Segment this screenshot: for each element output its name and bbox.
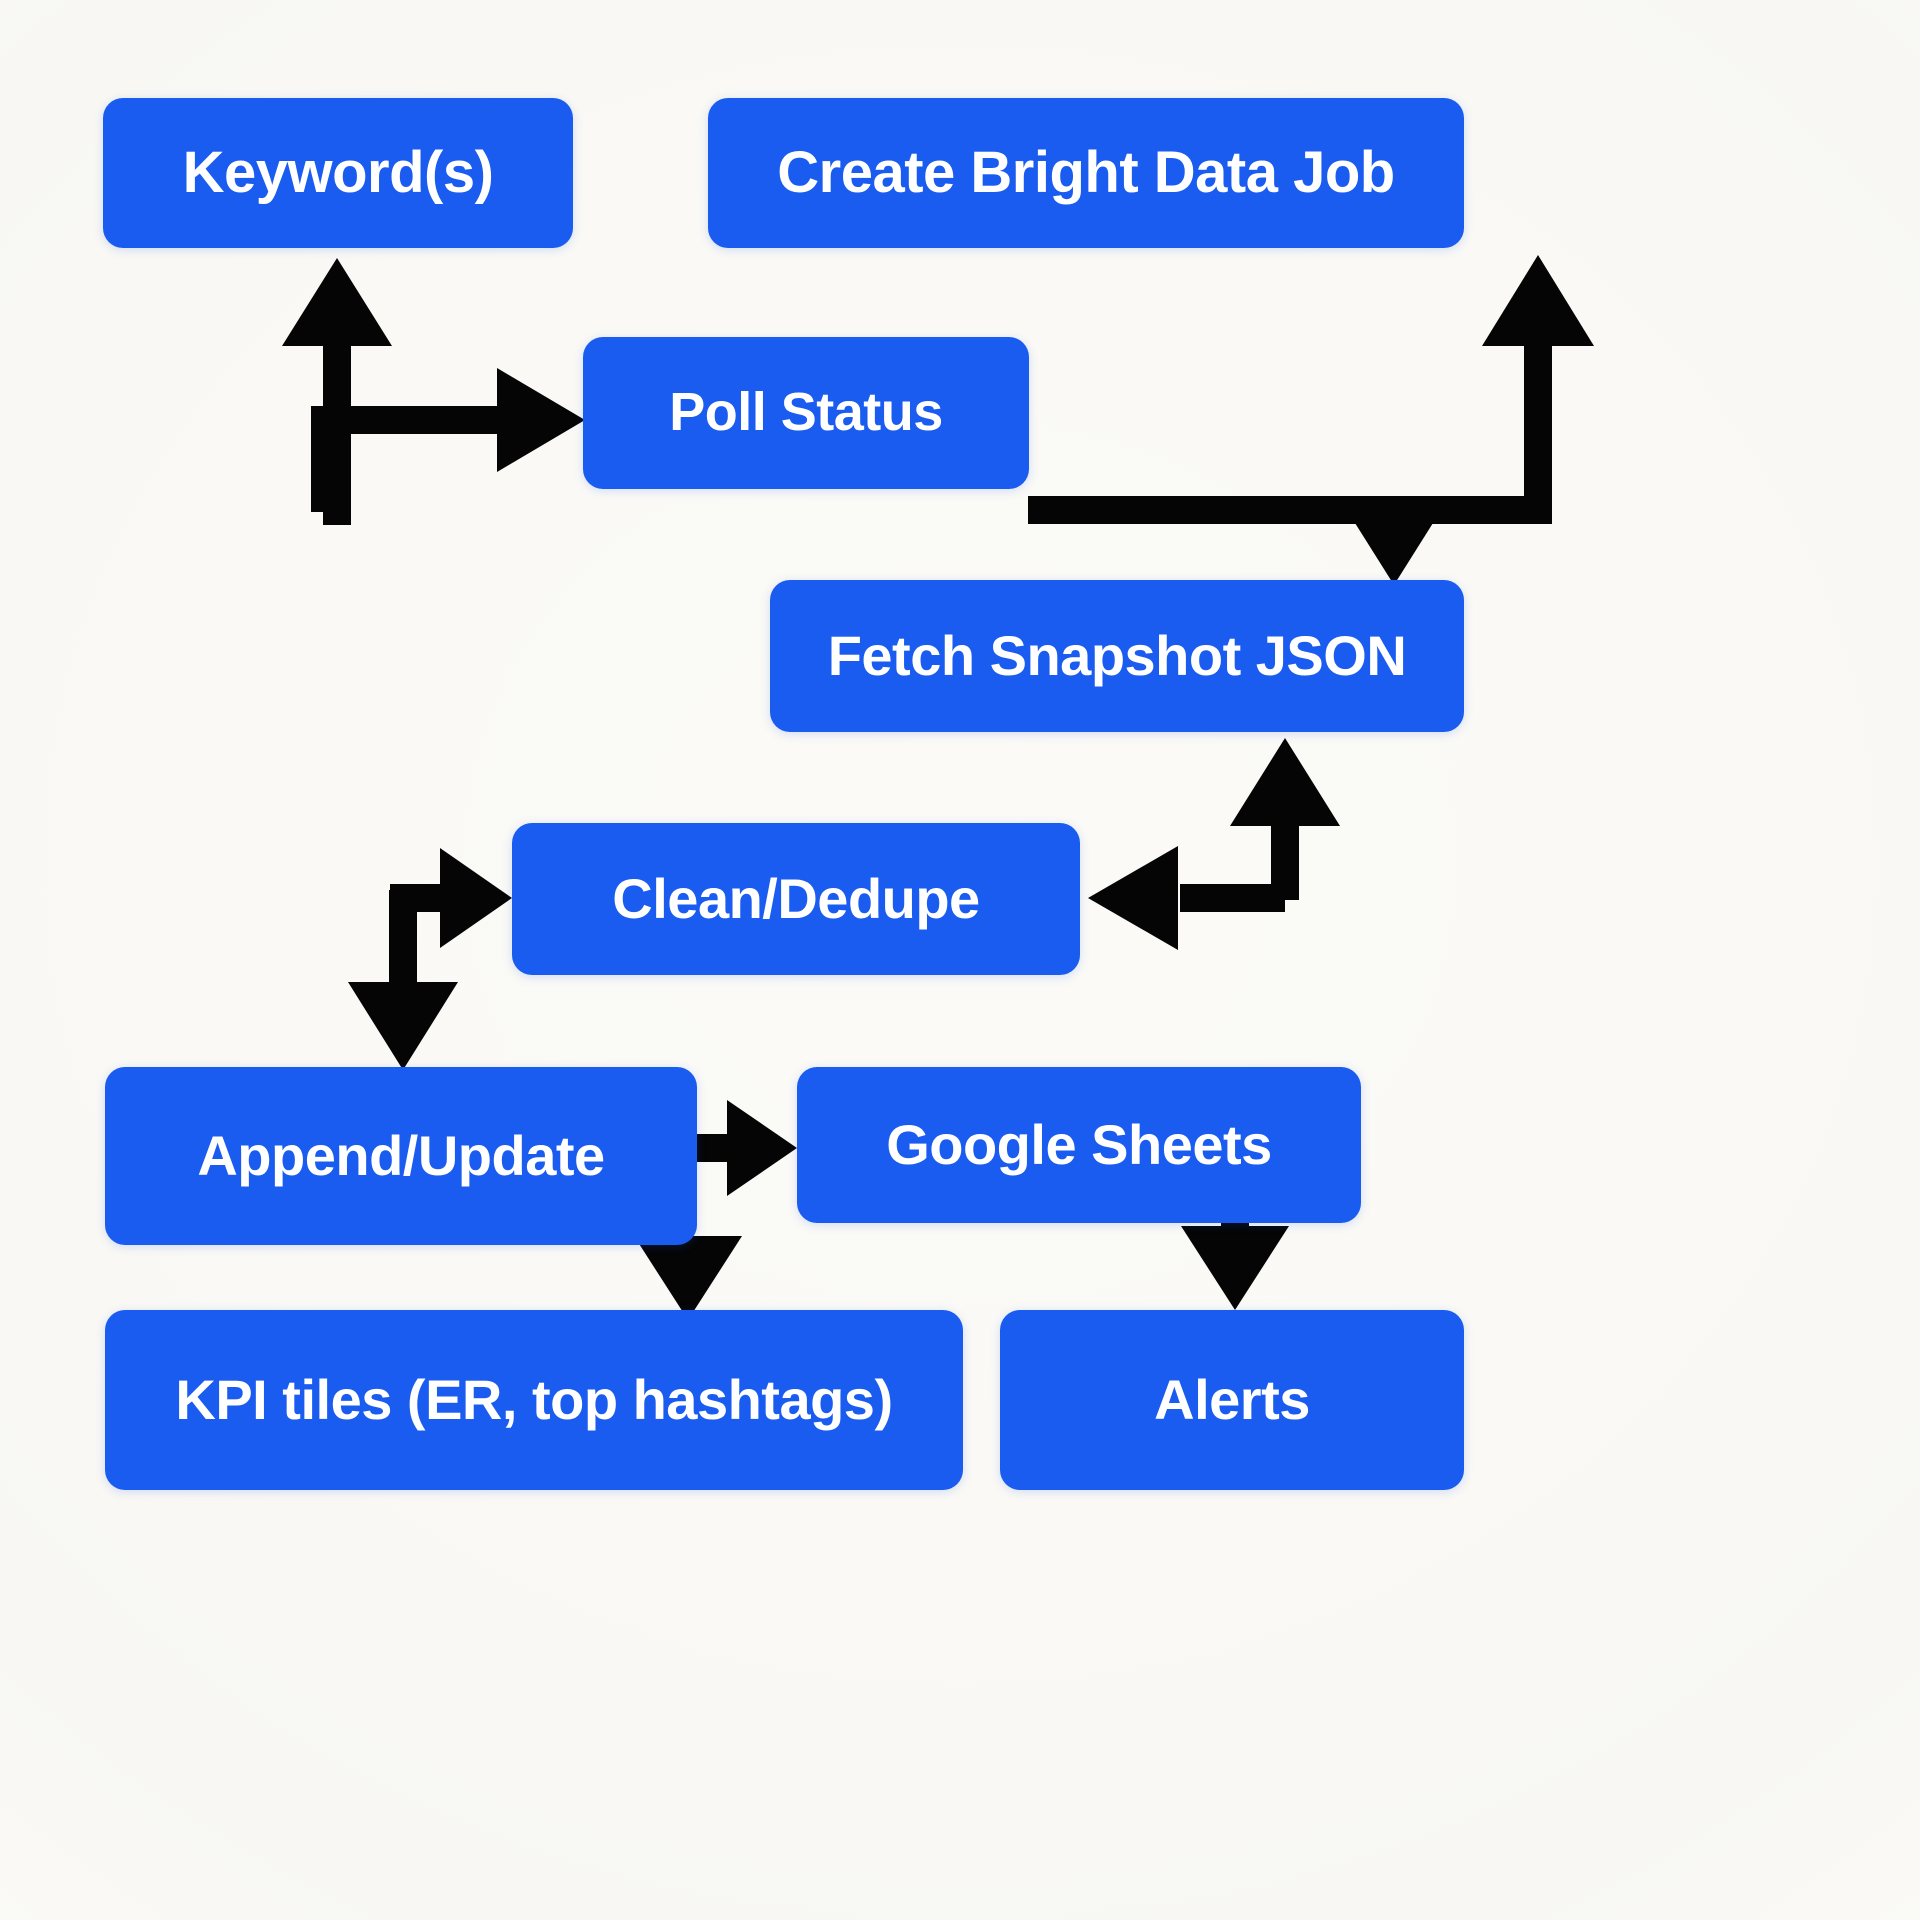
node-append-update[interactable]: Append/Update bbox=[105, 1067, 697, 1245]
node-google-sheets[interactable]: Google Sheets bbox=[797, 1067, 1361, 1223]
node-keywords[interactable]: Keyword(s) bbox=[103, 98, 573, 248]
node-label-alerts: Alerts bbox=[1154, 1368, 1310, 1432]
edge-append-to-kpi-tiles bbox=[634, 1236, 742, 1320]
node-fetch-snapshot[interactable]: Fetch Snapshot JSON bbox=[770, 580, 1464, 732]
node-label-keywords: Keyword(s) bbox=[182, 140, 494, 206]
edge-poll-to-create-job bbox=[1028, 255, 1594, 524]
edge-clean-to-append-update bbox=[348, 848, 512, 1070]
node-label-clean-dedupe: Clean/Dedupe bbox=[612, 867, 980, 931]
node-label-create-job: Create Bright Data Job bbox=[777, 140, 1395, 206]
node-label-append-update: Append/Update bbox=[197, 1124, 605, 1188]
node-kpi-tiles[interactable]: KPI tiles (ER, top hashtags) bbox=[105, 1310, 963, 1490]
node-alerts[interactable]: Alerts bbox=[1000, 1310, 1464, 1490]
edge-poll-to-keywords bbox=[282, 258, 520, 525]
edge-append-to-google-sheets bbox=[697, 1100, 797, 1196]
edge-google-sheets-to-alerts bbox=[1181, 1223, 1289, 1310]
node-label-fetch-snapshot: Fetch Snapshot JSON bbox=[827, 624, 1407, 688]
node-label-kpi-tiles: KPI tiles (ER, top hashtags) bbox=[175, 1368, 893, 1432]
edge-poll-to-fetch-snapshot bbox=[1338, 496, 1450, 585]
edge-clean-to-fetch-snapshot bbox=[1088, 738, 1340, 950]
node-create-job[interactable]: Create Bright Data Job bbox=[708, 98, 1464, 248]
node-poll-status[interactable]: Poll Status bbox=[583, 337, 1029, 489]
node-label-poll-status: Poll Status bbox=[669, 382, 943, 443]
node-label-google-sheets: Google Sheets bbox=[886, 1113, 1272, 1177]
edge-keywords-branch-to-poll bbox=[337, 368, 585, 472]
node-clean-dedupe[interactable]: Clean/Dedupe bbox=[512, 823, 1080, 975]
